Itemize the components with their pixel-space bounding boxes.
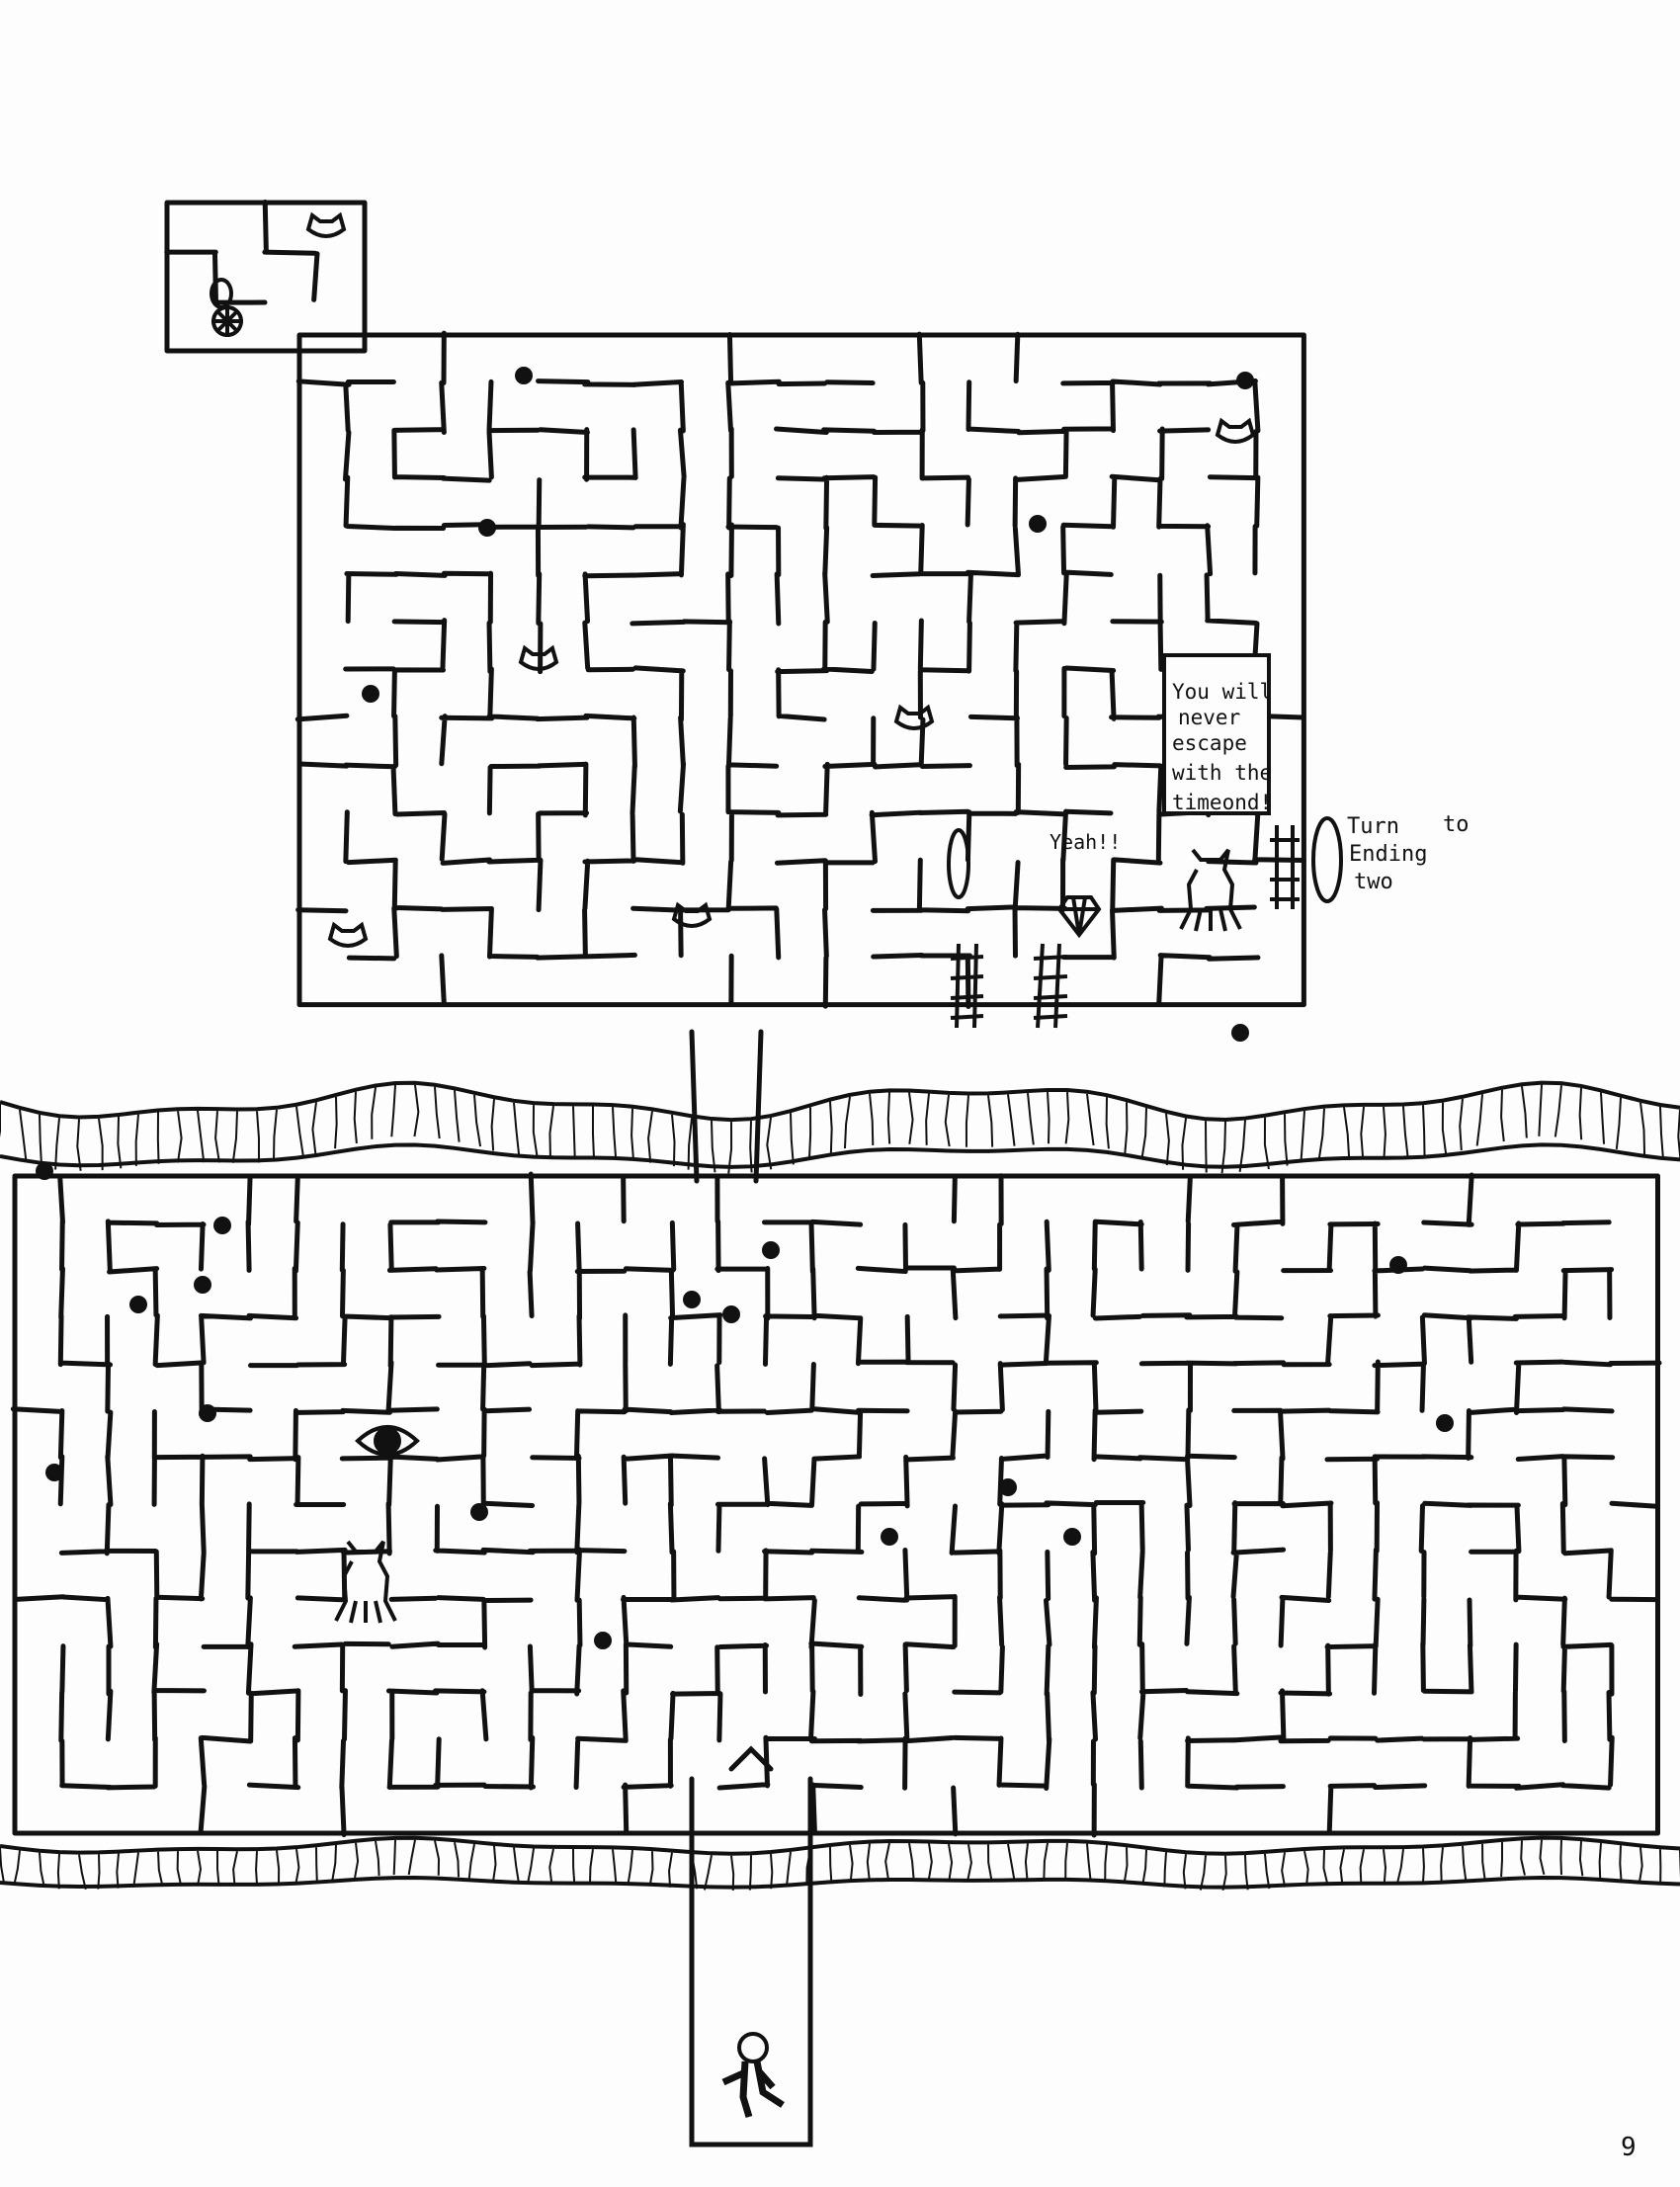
speech-bubble-line: escape: [1172, 731, 1247, 755]
bomb-icon: [1063, 1528, 1081, 1546]
cat-creature-icon: [1215, 417, 1256, 444]
ladder-icon: [950, 943, 984, 1029]
maze-outer-wall: [296, 332, 1306, 1008]
cat-creature-icon: [518, 644, 559, 671]
eye-icon: [355, 1425, 420, 1457]
tentacle-monster-icon: [1179, 848, 1242, 932]
bomb-icon: [129, 1296, 147, 1313]
bomb-icon: [470, 1503, 488, 1521]
bomb-icon: [999, 1478, 1017, 1496]
ladder-icon: [1033, 943, 1068, 1029]
speech-bubble-line: timeond!: [1172, 791, 1273, 814]
bomb-icon: [1389, 1256, 1407, 1274]
treasure-exclaim: Yeah!!: [1050, 830, 1122, 854]
bomb-icon: [194, 1276, 211, 1294]
rock-bands: [0, 1080, 1680, 1892]
bomb-icon: [881, 1528, 898, 1546]
rock-band-lower-hatching: [0, 1839, 1680, 1892]
exit-sign-to: to: [1443, 812, 1470, 837]
exit-sign-ending: Ending: [1349, 842, 1428, 867]
exit-sign-number: two: [1354, 870, 1393, 894]
portal-icon: [1311, 816, 1343, 903]
maze-inner-walls: [294, 330, 1306, 1009]
maze-inner-walls: [10, 1171, 1662, 1838]
tentacle-monster-icon: [334, 1540, 397, 1624]
bomb-icon: [199, 1404, 216, 1422]
maze-inner-walls: [164, 199, 320, 305]
diamond-icon: [1056, 895, 1102, 939]
cat-creature-icon: [671, 901, 713, 928]
bomb-icon: [1231, 1024, 1249, 1042]
bomb-icon: [515, 367, 533, 384]
bomb-icon: [762, 1241, 780, 1259]
speech-bubble-box: [1162, 653, 1271, 815]
maze-items: [36, 211, 1454, 2119]
bomb-icon: [1236, 372, 1254, 389]
cat-creature-icon: [893, 704, 935, 730]
bomb-icon: [1436, 1414, 1454, 1432]
speech-bubble-line: You will: [1172, 680, 1273, 704]
bomb-icon: [478, 519, 496, 537]
bomb-icon: [213, 1217, 231, 1234]
maze-outer-wall: [164, 200, 368, 354]
maze-outer-wall: [12, 1173, 1660, 1836]
cat-creature-icon: [305, 211, 347, 238]
bomb-icon: [36, 1162, 53, 1180]
rock-band-upper-top: [0, 1080, 1680, 1123]
mummy-runner-icon: [721, 2032, 785, 2119]
bomb-icon: [1029, 515, 1047, 533]
speech-bubble-line: never: [1178, 706, 1241, 729]
bomb-icon: [594, 1632, 612, 1649]
rock-band-upper-bottom: [0, 1142, 1680, 1169]
portal-icon: [947, 828, 970, 899]
speech-bubble-line: with the: [1172, 761, 1273, 785]
cat-creature-icon: [327, 921, 369, 948]
rock-band-lower-bottom: [0, 1876, 1680, 1890]
bomb-icon: [722, 1305, 740, 1323]
maze-walls: [10, 199, 1662, 2147]
bomb-icon: [45, 1464, 63, 1481]
spider-web-icon: [210, 278, 243, 337]
exit-sign-turn: Turn: [1347, 814, 1399, 839]
rock-band-upper-hatching: [0, 1084, 1680, 1174]
rock-band-lower-top: [0, 1835, 1680, 1856]
corridor-walls: [689, 1029, 813, 2147]
bomb-icon: [362, 685, 379, 703]
page-number: 9: [1621, 2133, 1637, 2162]
bomb-icon: [683, 1291, 701, 1308]
ladder-icon: [1270, 825, 1300, 909]
